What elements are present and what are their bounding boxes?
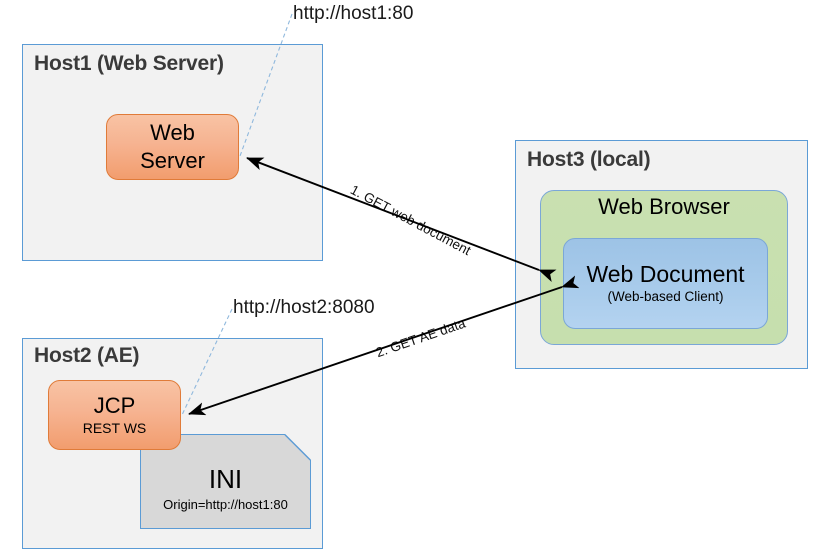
ini-sublabel: Origin=http://host1:80 xyxy=(163,496,288,512)
callout-url-host1: http://host1:80 xyxy=(293,3,414,24)
web-browser-label: Web Browser xyxy=(598,194,730,219)
web-document-node[interactable]: Web Document (Web-based Client) xyxy=(563,238,768,329)
host3-title: Host3 (local) xyxy=(527,148,651,171)
host1-title: Host1 (Web Server) xyxy=(34,52,224,75)
web-document-label: Web Document xyxy=(586,261,745,287)
callout-url-host2: http://host2:8080 xyxy=(233,297,375,318)
jcp-sublabel: REST WS xyxy=(82,420,147,436)
web-server-node[interactable]: Web Server xyxy=(106,114,239,180)
web-document-sublabel: (Web-based Client) xyxy=(607,289,724,304)
host2-title: Host2 (AE) xyxy=(34,344,140,367)
flow-1-label: 1. GET web document xyxy=(347,182,474,259)
ini-label: INI xyxy=(208,463,243,494)
web-server-label-line1: Web xyxy=(150,120,195,145)
jcp-node[interactable]: JCP REST WS xyxy=(48,380,181,450)
web-server-label-line2: Server xyxy=(140,148,205,173)
jcp-label: JCP xyxy=(93,393,136,418)
flow-2-label: 2. GET AE data xyxy=(374,315,468,361)
